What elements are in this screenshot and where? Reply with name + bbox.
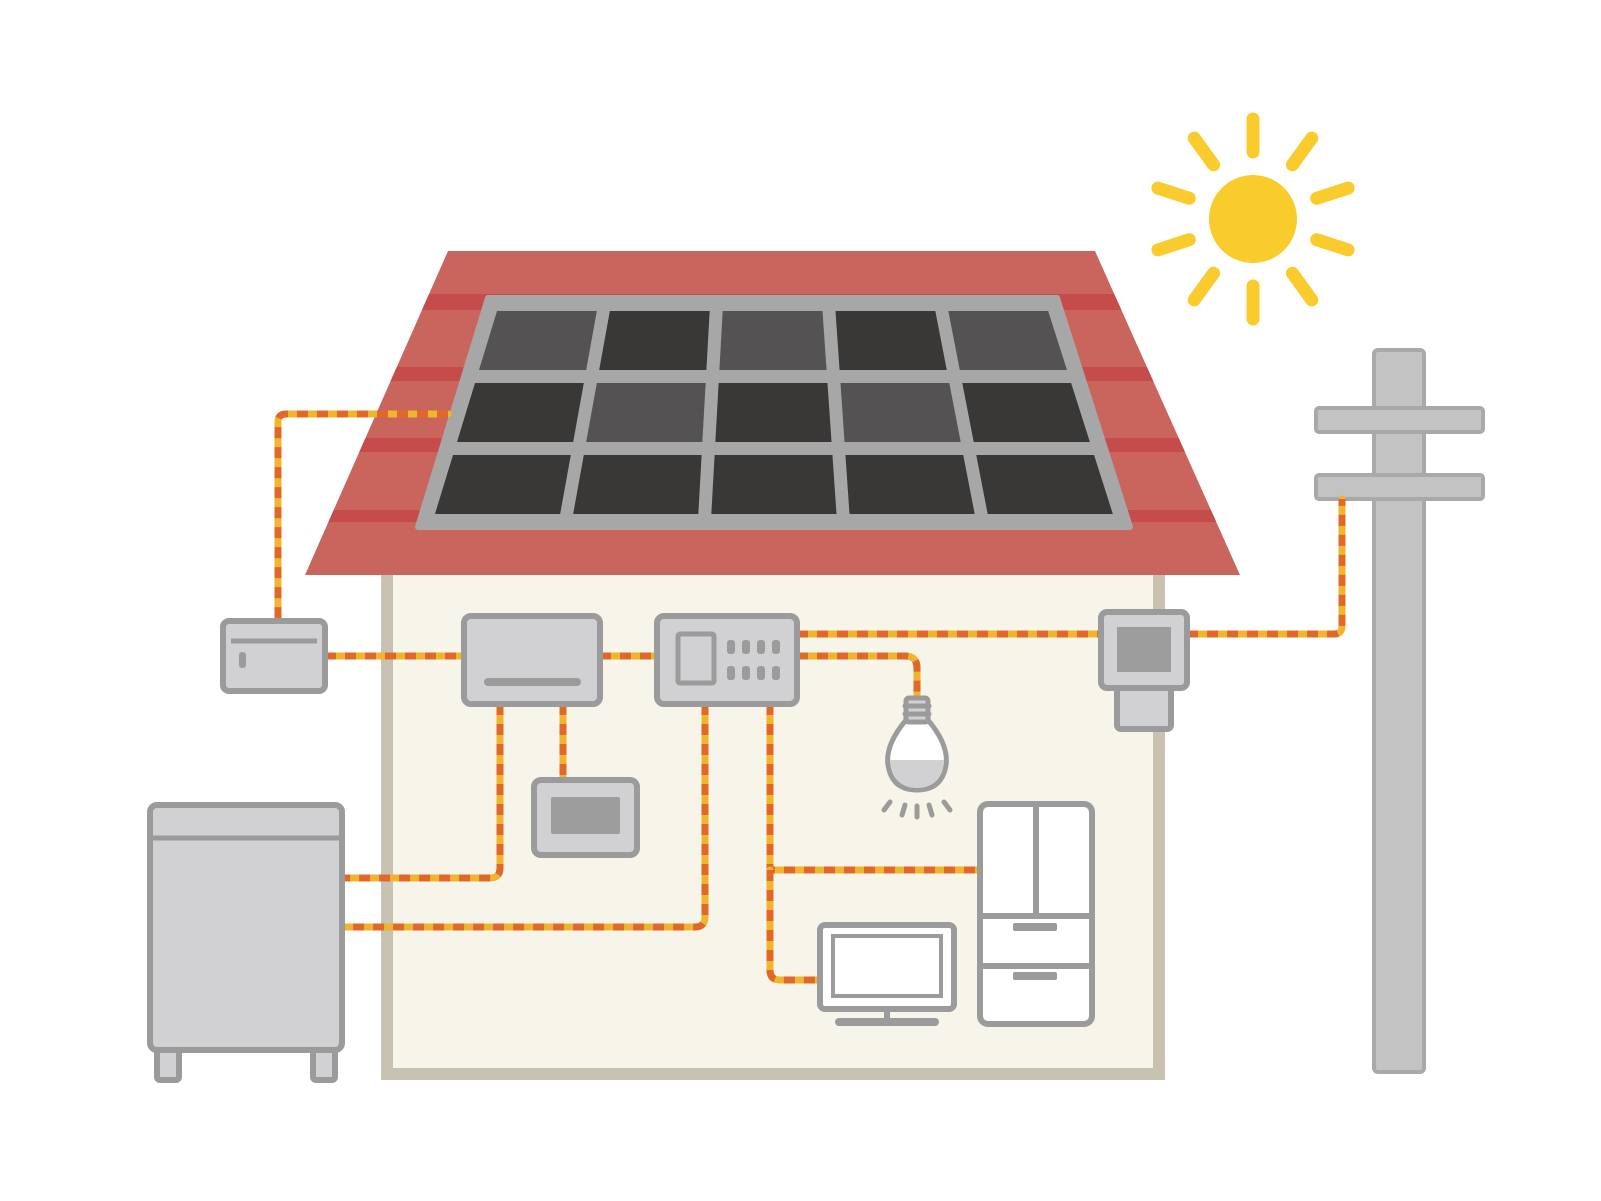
solar-cell bbox=[719, 311, 827, 370]
utility-pole-icon bbox=[1314, 348, 1485, 1074]
sun-ray bbox=[1151, 233, 1196, 257]
solar-cell bbox=[948, 311, 1067, 370]
refrigerator-icon bbox=[977, 801, 1095, 1027]
cable-dash bbox=[1187, 499, 1346, 638]
solar-cell bbox=[715, 383, 832, 442]
monitor-panel-screen bbox=[551, 797, 620, 834]
power-cable bbox=[338, 700, 504, 882]
solar-panel-icon bbox=[415, 295, 1133, 530]
solar-cell bbox=[845, 455, 975, 514]
power-conditioner-icon bbox=[461, 613, 603, 707]
solar-cell bbox=[478, 311, 597, 370]
light-bulb-icon bbox=[881, 695, 953, 820]
cable-dash bbox=[274, 410, 448, 621]
sun-ray bbox=[1187, 266, 1221, 307]
solar-cell bbox=[711, 455, 837, 514]
bulb-ray-2 bbox=[899, 802, 908, 818]
refrigerator-handle-2 bbox=[1013, 972, 1057, 980]
solar-cell bbox=[456, 383, 584, 442]
power-cable bbox=[338, 700, 709, 931]
solar-cell bbox=[573, 455, 702, 514]
solar-cell bbox=[599, 311, 710, 370]
battery-body bbox=[147, 802, 345, 1053]
bulb-ray-4 bbox=[926, 802, 935, 818]
connection-box-led bbox=[239, 652, 246, 668]
breaker bbox=[742, 666, 750, 680]
monitor-panel-icon bbox=[531, 777, 640, 858]
sun-ray bbox=[1187, 131, 1221, 172]
connection-box-icon bbox=[220, 618, 328, 694]
smart-meter-icon bbox=[1098, 609, 1190, 732]
sun-ray bbox=[1310, 181, 1355, 205]
power-conditioner-body bbox=[461, 613, 603, 707]
breaker bbox=[757, 640, 765, 654]
breaker bbox=[772, 666, 780, 680]
bulb-ray-1 bbox=[881, 799, 893, 813]
pole-shaft bbox=[1372, 348, 1426, 1074]
sun-rays bbox=[1151, 112, 1355, 326]
breaker bbox=[757, 666, 765, 680]
distribution-board-door bbox=[675, 631, 717, 686]
breaker bbox=[727, 666, 735, 680]
television-inner bbox=[831, 934, 943, 998]
solar-cell bbox=[840, 383, 961, 442]
power-cable bbox=[766, 866, 824, 984]
cable-dash bbox=[766, 870, 820, 984]
solar-cell bbox=[976, 455, 1113, 514]
smart-meter-display bbox=[1117, 627, 1171, 672]
distribution-board-icon bbox=[654, 613, 800, 707]
sun-ray bbox=[1285, 266, 1319, 307]
panel-cells bbox=[434, 311, 1113, 514]
cable-dash bbox=[342, 704, 709, 931]
power-conditioner-slot bbox=[484, 678, 581, 686]
sun-ray bbox=[1285, 131, 1319, 172]
breaker bbox=[727, 640, 735, 654]
cable-dash bbox=[797, 652, 921, 698]
solar-cell bbox=[962, 383, 1090, 442]
bulb-lower-fill bbox=[890, 760, 944, 788]
refrigerator-handle-1 bbox=[1013, 923, 1057, 931]
power-cable bbox=[274, 410, 452, 625]
pole-crossarm-top bbox=[1314, 406, 1485, 434]
sun-icon bbox=[1151, 112, 1355, 326]
sun-ray bbox=[1151, 181, 1196, 205]
power-cable bbox=[1183, 495, 1346, 638]
bulb-ray-5 bbox=[941, 799, 953, 813]
breaker bbox=[772, 640, 780, 654]
solar-cell bbox=[586, 383, 706, 442]
distribution-board-breakers bbox=[727, 640, 780, 680]
power-cables bbox=[274, 410, 1346, 984]
sun-ray bbox=[1310, 233, 1355, 257]
bulb-socket bbox=[903, 695, 931, 725]
sun-disc bbox=[1209, 175, 1297, 263]
connection-box-body bbox=[220, 618, 328, 694]
cable-dash bbox=[342, 704, 504, 882]
storage-battery-icon bbox=[147, 802, 345, 1083]
pole-crossarm-bottom bbox=[1314, 473, 1485, 501]
solar-cell bbox=[434, 455, 571, 514]
breaker bbox=[742, 640, 750, 654]
solar-cell bbox=[835, 311, 947, 370]
power-cable bbox=[793, 652, 921, 702]
television-icon bbox=[817, 922, 957, 1026]
